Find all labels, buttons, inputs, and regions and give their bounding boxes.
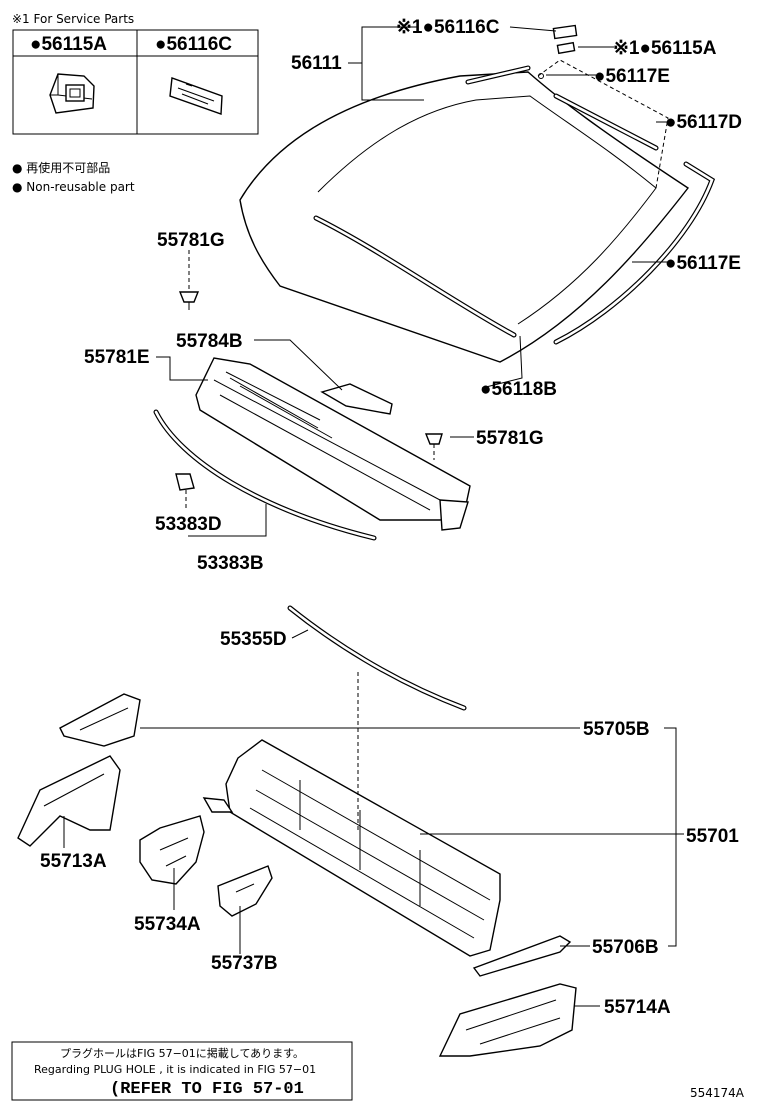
callout-55706B: 55706B	[592, 937, 659, 958]
callout-55781G-right: 55781G	[476, 428, 544, 449]
legend-jp: ● 再使用不可部品	[12, 160, 110, 175]
illustration-number: 554174A	[690, 1086, 745, 1100]
callout-56116C: ※1●56116C	[396, 17, 500, 38]
callout-55701: 55701	[686, 826, 739, 847]
note-box: プラグホールはFIG 57−01に掲載してあります。 Regarding PLU…	[11, 1041, 353, 1101]
legend-en: ● Non-reusable part	[12, 180, 135, 194]
cowl-panel-drawing	[17, 605, 577, 1057]
service-parts-header: ※1 For Service Parts	[12, 12, 134, 26]
callout-55714A: 55714A	[604, 997, 671, 1018]
service-part-56115A-label: ●56115A	[30, 34, 107, 55]
callout-55705B: 55705B	[583, 719, 650, 740]
legend: ● 再使用不可部品 ● Non-reusable part	[12, 160, 135, 194]
callout-56117E-top: ●56117E	[594, 66, 670, 87]
callout-56111: 56111	[291, 53, 342, 74]
windshield-glass-drawing	[239, 24, 716, 363]
callout-55781G-top: 55781G	[157, 230, 225, 251]
callout-labels: ※1●56116C ※1●56115A 56111 ●56117E ●56117…	[40, 17, 742, 1018]
leader-lines	[63, 26, 684, 1007]
service-parts-box: ※1 For Service Parts ●56115A ●56116C	[12, 12, 259, 135]
cowl-louver-drawing	[153, 291, 471, 541]
note-en: Regarding PLUG HOLE , it is indicated in…	[34, 1063, 316, 1076]
callout-56115A: ※1●56115A	[613, 38, 717, 59]
callout-53383B: 53383B	[197, 553, 264, 574]
callout-53383D: 53383D	[155, 514, 222, 535]
clip-56115A-drawing	[49, 73, 95, 114]
callout-55737B: 55737B	[211, 953, 278, 974]
callout-55781E: 55781E	[84, 347, 150, 368]
spacer-56116C-drawing	[169, 77, 223, 115]
note-jp: プラグホールはFIG 57−01に掲載してあります。	[60, 1046, 304, 1060]
callout-55734A: 55734A	[134, 914, 201, 935]
callout-55784B: 55784B	[176, 331, 243, 352]
note-refer: (REFER TO FIG 57-01	[110, 1080, 304, 1099]
callout-56118B: ●56118B	[480, 379, 557, 400]
callout-56117E-right: ●56117E	[665, 253, 741, 274]
callout-55355D: 55355D	[220, 629, 287, 650]
callout-56117D: ●56117D	[665, 112, 742, 133]
service-part-56116C-label: ●56116C	[155, 34, 232, 55]
callout-55713A: 55713A	[40, 851, 107, 872]
